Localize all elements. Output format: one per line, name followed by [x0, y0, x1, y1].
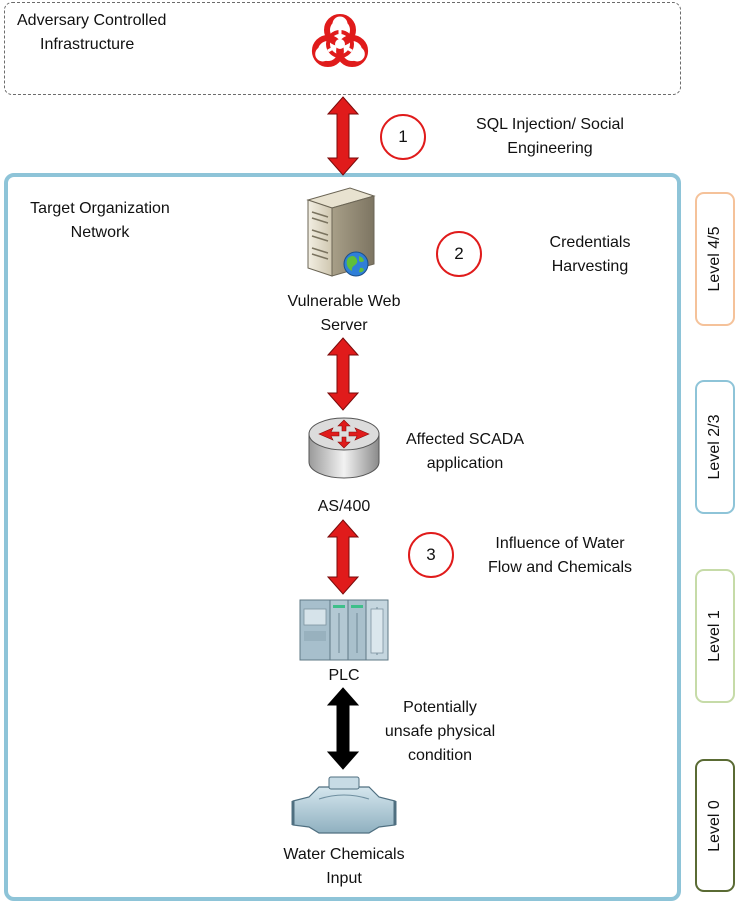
step-3-line1: Influence of Water — [495, 535, 625, 552]
web-server-line2: Server — [320, 317, 368, 334]
web-server-line1: Vulnerable Web — [287, 293, 401, 310]
plc-icon — [299, 599, 389, 661]
target-label-line2: Network — [70, 224, 130, 241]
step-1-circle: 1 — [380, 114, 426, 160]
step-3-text: Influence of Water Flow and Chemicals — [470, 532, 650, 580]
level-1-box: Level 1 — [695, 569, 735, 703]
step-2-line1: Credentials — [549, 234, 631, 251]
physical-line2: unsafe physical — [384, 723, 496, 740]
step-1-line2: Engineering — [507, 140, 593, 157]
scada-line2: application — [426, 455, 504, 472]
scada-annotation: Affected SCADA application — [370, 428, 560, 476]
scada-line1: Affected SCADA — [406, 431, 524, 448]
target-zone-label: Target Organization Network — [15, 197, 185, 245]
target-label-line1: Target Organization — [30, 200, 170, 217]
physical-annotation: Potentially unsafe physical condition — [360, 696, 520, 768]
arrow-router-plc — [326, 519, 360, 595]
step-1-line1: SQL Injection/ Social — [476, 116, 624, 133]
router-label: AS/400 — [317, 498, 371, 515]
step-1-number: 1 — [398, 127, 408, 146]
step-2-line2: Harvesting — [551, 258, 629, 275]
water-meter-icon — [291, 776, 397, 834]
meter-line2: Input — [326, 870, 362, 887]
adversary-label-line1: Adversary Controlled — [17, 12, 167, 29]
server-icon — [306, 187, 376, 277]
meter-line1: Water Chemicals — [283, 846, 405, 863]
adversary-label-line2: Infrastructure — [40, 36, 135, 53]
step-3-number: 3 — [426, 545, 436, 564]
biohazard-icon — [311, 14, 369, 67]
router-icon — [308, 417, 380, 479]
level-2-3-box: Level 2/3 — [695, 380, 735, 514]
physical-line1: Potentially — [403, 699, 477, 716]
adversary-zone-label: Adversary Controlled Infrastructure — [17, 9, 166, 57]
meter-label: Water Chemicals Input — [244, 843, 444, 891]
step-1-text: SQL Injection/ Social Engineering — [450, 113, 650, 161]
arrow-webserver-router — [326, 337, 360, 411]
step-2-number: 2 — [454, 244, 464, 263]
level-4-5-box: Level 4/5 — [695, 192, 735, 326]
step-3-circle: 3 — [408, 532, 454, 578]
physical-line3: condition — [407, 747, 473, 764]
step-2-circle: 2 — [436, 231, 482, 277]
adversary-zone — [4, 2, 681, 95]
web-server-label: Vulnerable Web Server — [244, 290, 444, 338]
arrow-plc-meter — [326, 687, 360, 770]
level-0-box: Level 0 — [695, 759, 735, 892]
step-2-text: Credentials Harvesting — [500, 231, 680, 279]
step-3-line2: Flow and Chemicals — [487, 559, 633, 576]
arrow-adversary-webserver — [326, 96, 360, 176]
plc-label: PLC — [328, 667, 360, 684]
